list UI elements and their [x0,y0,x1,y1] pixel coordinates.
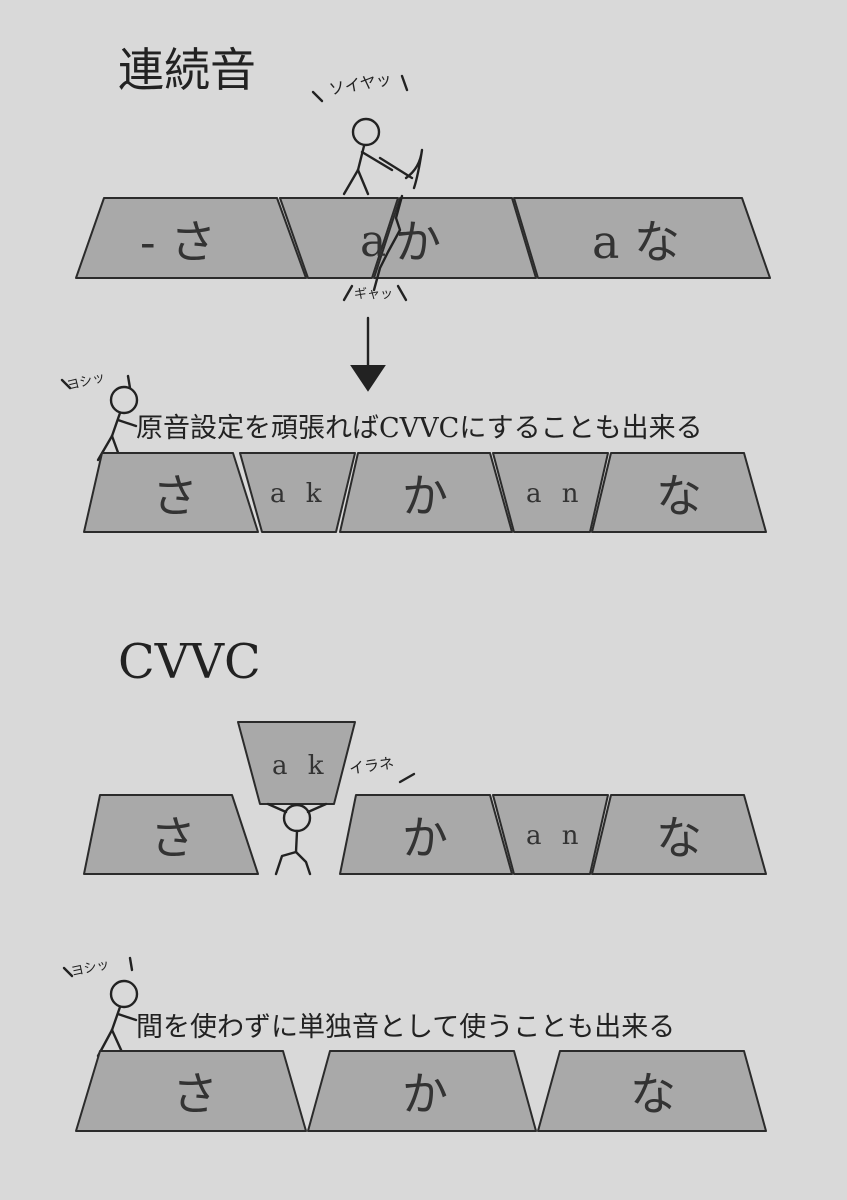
figure-pointing-1: ヨシッ [60,370,139,462]
sfx-mark [60,378,72,390]
figure-arm [116,1012,138,1022]
tile-a-ka-right [373,197,537,279]
figure-leg [356,168,370,196]
sfx-mark [400,74,409,92]
sfx-yoshi-2: ヨシッ [70,957,111,980]
sfx-soiya-group: ソイヤッ [311,69,409,103]
figure-body [294,829,299,854]
figure-arm [306,802,328,814]
sfx-mark [396,284,408,302]
sfx-mark [311,90,324,103]
sfx-mark [126,374,132,390]
sfx-mark [342,284,354,302]
figure-leg [274,850,298,876]
tile-text-an: a n [526,821,585,851]
tile-ka [339,452,513,533]
tile-ka [307,1050,537,1132]
tile-text-sa: さ [172,1067,218,1121]
figure-body [110,411,122,438]
tile-text-na: な [656,811,702,865]
sfx-yoshi-1: ヨシッ [65,370,106,394]
tile-an [492,794,609,875]
tile-sa [75,1050,307,1132]
tile-sa [83,794,259,875]
tile-text-sa: さ [152,469,198,523]
figure-leg [294,850,312,876]
tile-a-na [513,197,771,279]
figure-head [351,117,381,147]
sfx-mark [62,966,74,978]
tile-ak-lifted [237,721,356,805]
figure-body [110,1005,122,1032]
heading-renzoku: 連続音 [118,43,256,97]
tool-blade [404,148,424,190]
tile-text-dash-sa: - さ [140,215,216,269]
tile-na [591,452,767,533]
figure-worker [342,117,424,196]
tile-dash-sa [75,197,307,279]
figure-leg [110,1028,124,1054]
figure-head [109,979,139,1009]
figure-pointing-2: ヨシッ [62,956,139,1058]
tile-na [537,1050,767,1132]
figure-arm [266,802,288,814]
crack-line [372,194,404,292]
caption-cvvc: 間を使わずに単独音として使うことも出来る [136,1012,675,1043]
sfx-gya: ギャッ [354,287,393,302]
figure-arm [360,150,394,172]
tile-ka [339,794,513,875]
tile-text-sa: さ [150,811,196,865]
tile-text-ka: か [395,215,441,269]
tile-a-ka-left [279,197,399,279]
tile-text-na: な [630,1067,676,1121]
tile-sa [83,452,259,533]
heading-cvvc: CVVC [118,634,261,690]
tile-text-a-na: a な [592,215,680,269]
figure-head [282,803,312,833]
figure-body [356,144,366,172]
tile-text-ak: a k [270,479,328,509]
figure-arm [116,418,138,428]
sfx-mark [398,772,416,784]
caption-renzoku: 原音設定を頑張ればCVVCにすることも出来る [136,413,703,444]
tool-handle [378,156,414,180]
tile-text-an: a n [526,479,585,509]
tile-text-a: a [360,216,386,267]
tile-text-ka: か [402,1067,448,1121]
sfx-soiya: ソイヤッ [327,69,393,99]
sfx-gya-group: ギャッ [342,284,408,302]
tile-na [591,794,767,875]
sfx-mark [128,956,134,972]
tile-text-ka: か [402,811,448,865]
tile-text-ka: か [402,469,448,523]
figure-leg [342,168,360,196]
tile-text-na: な [656,469,702,523]
tile-ak [239,452,356,533]
figure-lifting [266,802,328,876]
sfx-irane: イラネ [348,754,395,778]
tile-an [492,452,609,533]
arrow-down-icon [350,365,386,392]
figure-head [109,385,139,415]
tile-text-ak-lifted: a k [272,751,330,781]
